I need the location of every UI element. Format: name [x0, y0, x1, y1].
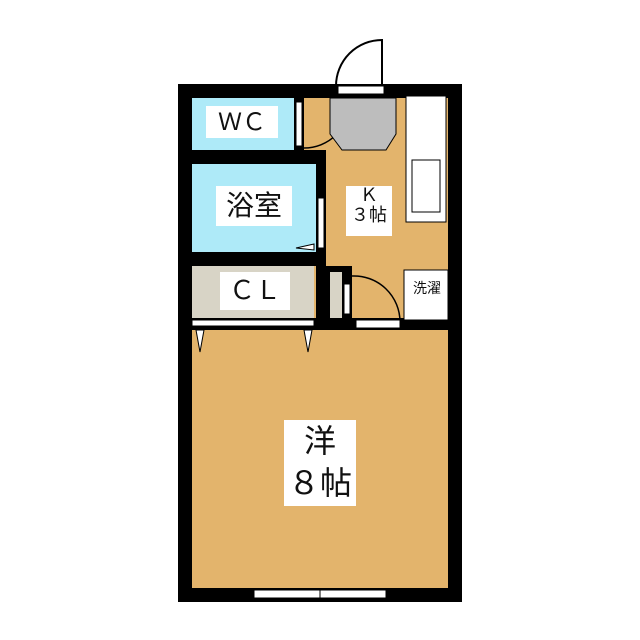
- entrance-door-frame: [337, 85, 385, 95]
- kitchen-name: Ｋ: [360, 185, 378, 206]
- closet-door-marks: [195, 329, 313, 353]
- kitchen-size: ３帖: [351, 204, 387, 226]
- entrance-genkan: [329, 97, 397, 151]
- western-room-name: 洋: [303, 422, 336, 460]
- bath-door[interactable]: [317, 197, 325, 249]
- bath-door-mark: [295, 243, 315, 251]
- laundry-label: 洗濯: [410, 281, 444, 298]
- wall: [192, 252, 326, 266]
- bath-label: 浴室: [216, 186, 292, 226]
- closet-door[interactable]: [191, 319, 315, 327]
- western-room-label: 洋 ８帖: [284, 420, 356, 506]
- closet-label: ＣＬ: [220, 272, 290, 310]
- western-room-size: ８帖: [287, 464, 352, 502]
- entry-sill: [355, 319, 401, 329]
- kitchen-label: Ｋ ３帖: [346, 186, 392, 236]
- sink: [411, 159, 441, 213]
- wc-label: ＷＣ: [206, 106, 278, 138]
- small-closet-door[interactable]: [343, 283, 351, 315]
- small-closet: [330, 272, 342, 318]
- wall: [192, 150, 326, 164]
- closet-door-swing: [351, 275, 401, 323]
- wc-door[interactable]: [295, 101, 303, 147]
- entrance-door[interactable]: [335, 38, 383, 87]
